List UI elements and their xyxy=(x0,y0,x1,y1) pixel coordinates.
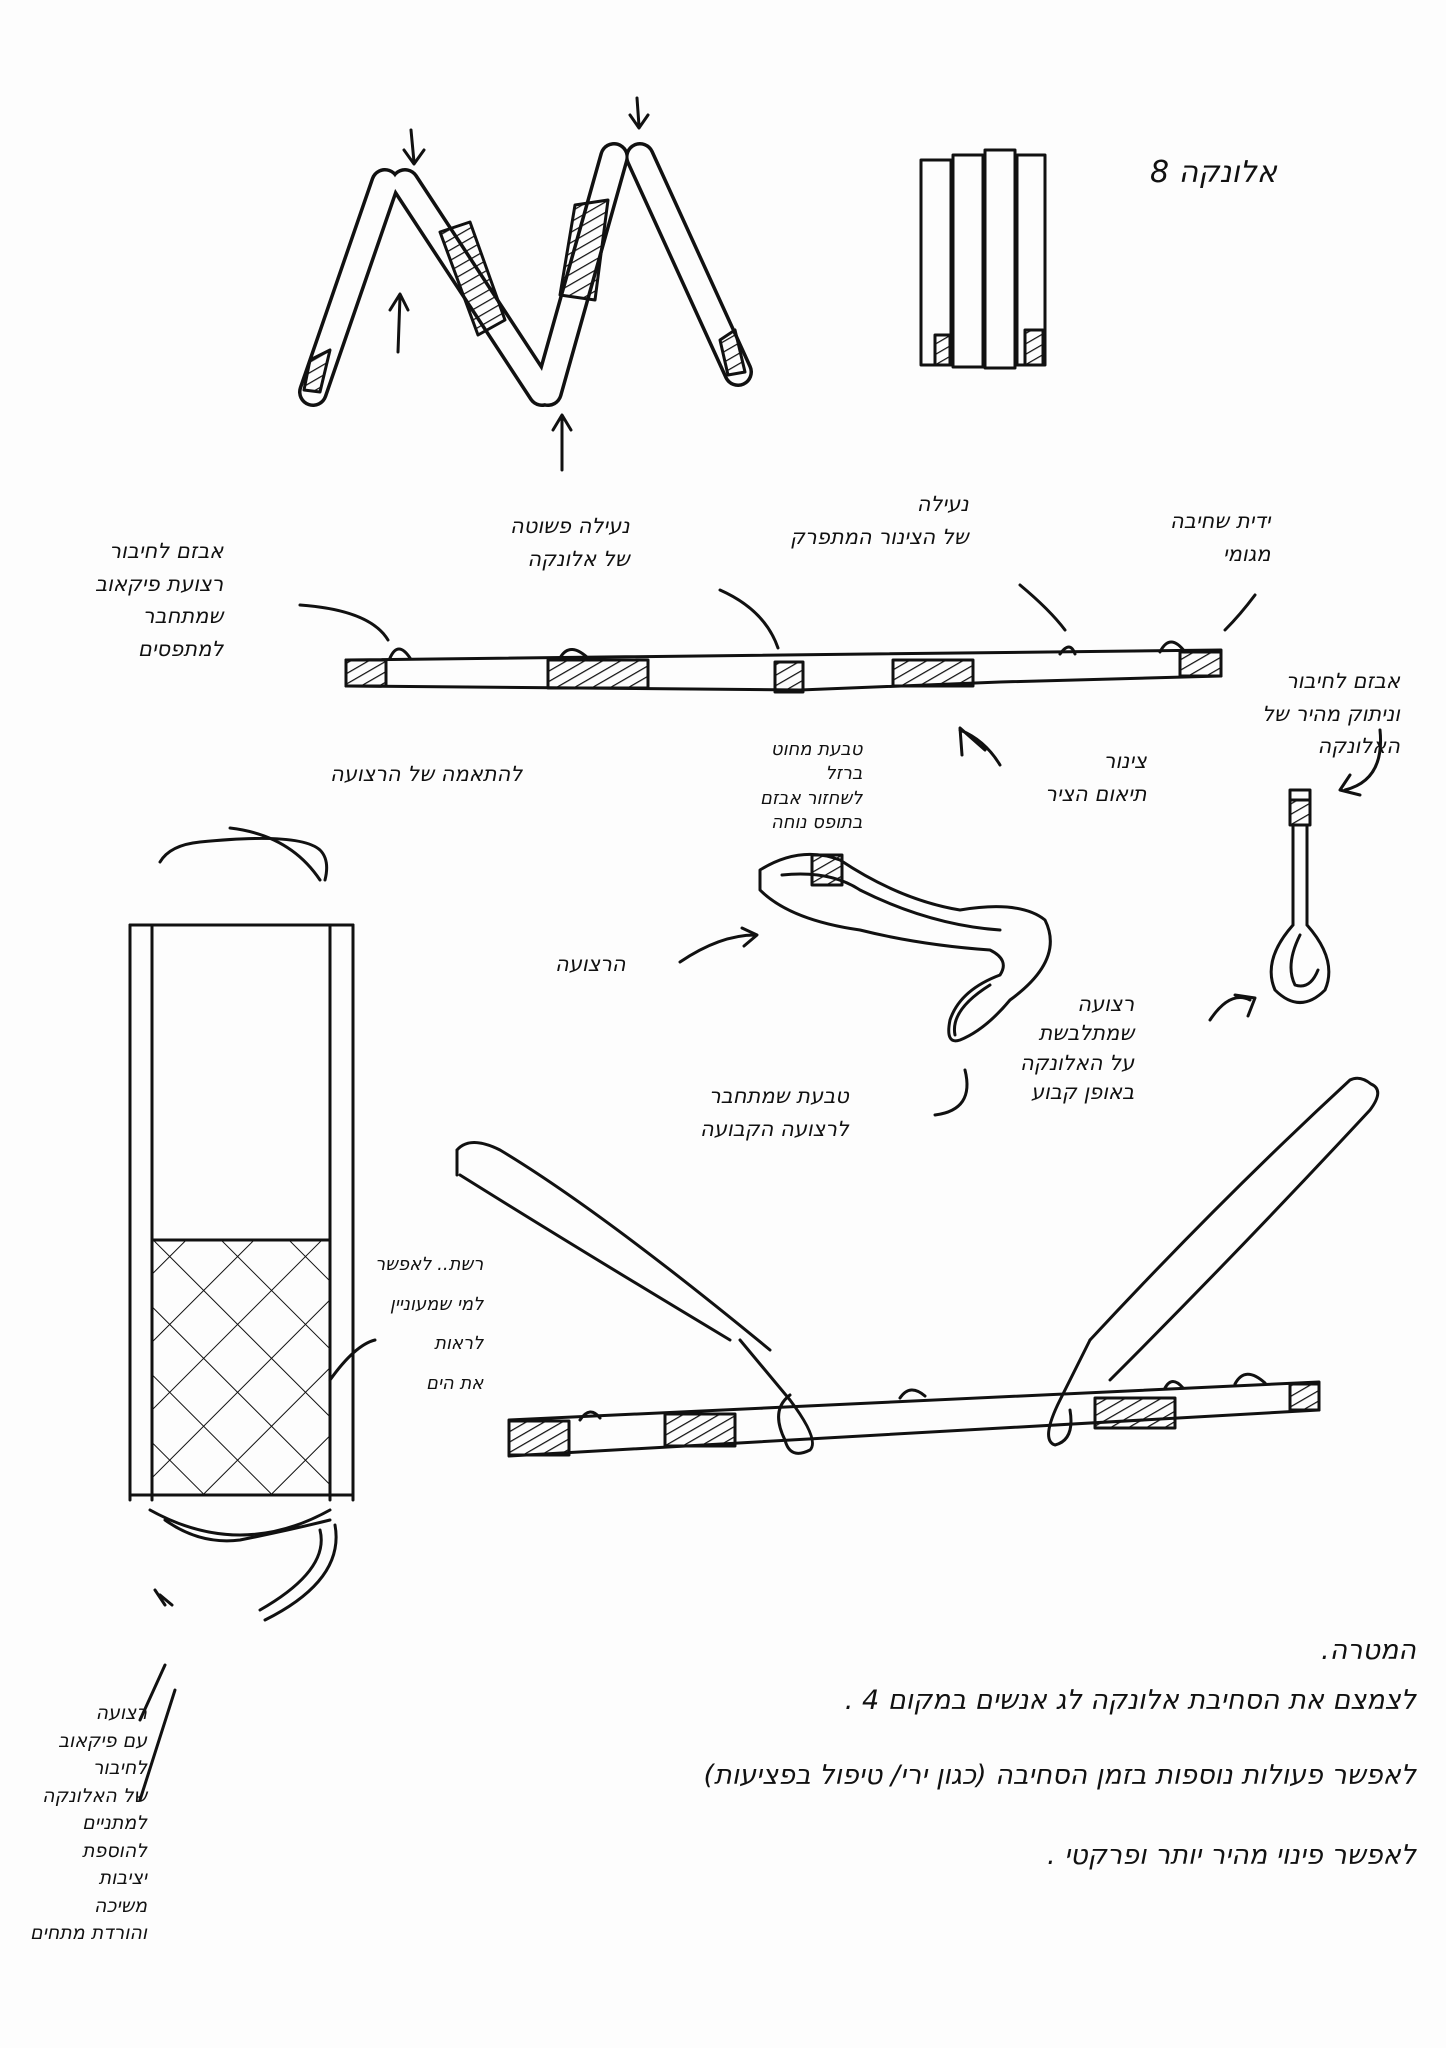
stretcher-top-view xyxy=(128,826,377,1802)
collapsed-stretcher-bundle xyxy=(919,148,1047,370)
stretcher-pole-diagram xyxy=(298,583,1257,767)
goal-line-1: לצמצם את הסחיבת אלונקה לג אנשים במקום 4 … xyxy=(844,1685,1416,1716)
folded-stretcher xyxy=(298,96,753,472)
goal-line-2: לאפשר פעולות נוספות בזמן הסחיבה (כגון יר… xyxy=(703,1760,1416,1791)
quick-release-hook xyxy=(1208,728,1383,1022)
label-strap-adjust: להתאמה של הרצועה xyxy=(330,762,523,786)
stretcher-with-shoulder-straps xyxy=(455,1076,1380,1458)
label-strap: הרצועה xyxy=(555,952,626,976)
title: אלונקה 8 xyxy=(1150,155,1277,190)
goal-heading: המטרה. xyxy=(1321,1635,1416,1666)
goal-line-3: לאפשר פינוי מהיר יותר ופרקטי . xyxy=(1046,1840,1416,1871)
strap-sketch xyxy=(678,852,1052,1117)
